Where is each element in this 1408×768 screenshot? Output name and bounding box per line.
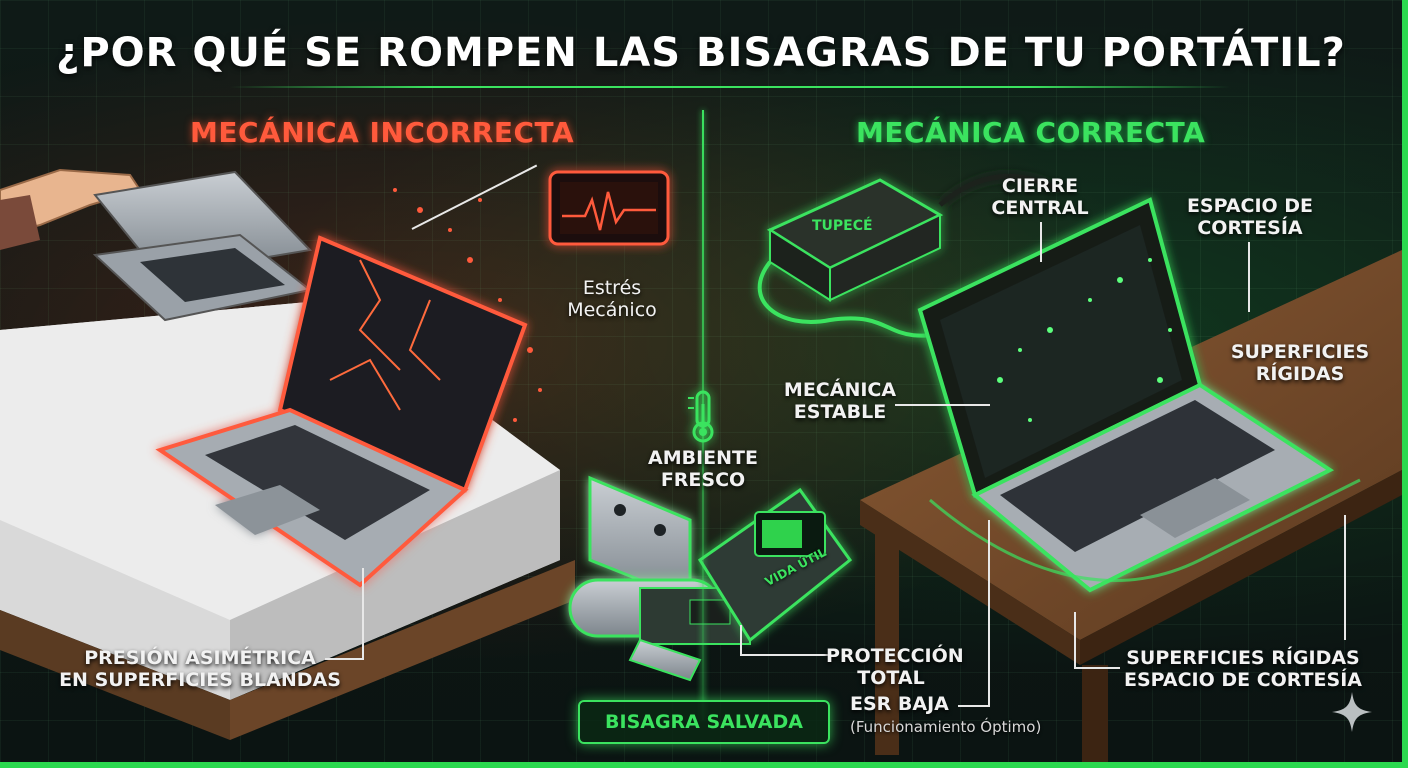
label-pressure-line2: EN SUPERFICIES BLANDAS [59, 668, 341, 691]
label-stable-line1: MECÁNICA [783, 379, 897, 401]
leader-closure [1040, 222, 1042, 262]
label-bottom-line1: SUPERFICIES RÍGIDAS [1126, 647, 1360, 669]
label-surfaces: SUPERFICIES RÍGIDAS [1225, 341, 1375, 386]
heartbeat-monitor-icon [548, 170, 670, 246]
label-pressure-line1: PRESIÓN ASIMÉTRICA [84, 647, 316, 669]
leader-bottom-v [1074, 612, 1076, 668]
leader-protection [740, 654, 828, 656]
label-closure: CIERRE CENTRAL [975, 175, 1105, 220]
center-divider [702, 110, 704, 720]
label-protection-line1: PROTECCIÓN [826, 645, 964, 667]
label-space-line1: ESPACIO DE [1186, 195, 1314, 217]
laptop-broken-icon [155, 235, 528, 588]
label-esr: ESR BAJA [850, 693, 949, 715]
charger-icon: TUPECÉ [757, 174, 1062, 338]
leader-esr [988, 520, 990, 706]
leader-stable [895, 404, 990, 406]
heading-correct: MECÁNICA CORRECTA [856, 116, 1206, 149]
label-protection-line2: TOTAL [857, 666, 925, 689]
hinge-icon [568, 475, 853, 682]
label-surfaces-line1: SUPERFICIES [1230, 341, 1370, 363]
hand-icon [0, 168, 142, 250]
label-closure-line1: CIERRE [1001, 175, 1079, 197]
laptop-lifted-icon [92, 170, 313, 322]
leader-space [1248, 242, 1250, 312]
label-stable: MECÁNICA ESTABLE [775, 379, 905, 424]
label-ambient-line1: AMBIENTE [648, 447, 758, 469]
label-ambient-line2: FRESCO [660, 468, 746, 491]
label-protection: PROTECCIÓN TOTAL [826, 645, 964, 690]
label-esr-note: (Funcionamiento Óptimo) [850, 718, 1042, 736]
label-bottom: SUPERFICIES RÍGIDAS ESPACIO DE CORTESÍA [1118, 647, 1368, 692]
spark-particles [393, 188, 542, 422]
page-title: ¿POR QUÉ SE ROMPEN LAS BISAGRAS DE TU PO… [56, 30, 1346, 76]
label-stress-line2: Mecánico [567, 298, 657, 321]
label-space-line2: CORTESÍA [1197, 216, 1303, 239]
label-bottom-line2: ESPACIO DE CORTESÍA [1124, 668, 1362, 691]
label-closure-line2: CENTRAL [991, 196, 1089, 219]
hinge-saved-badge: BISAGRA SALVADA [578, 700, 830, 744]
leader-surfaces-right [1344, 515, 1346, 640]
green-particles [997, 258, 1172, 422]
label-space: ESPACIO DE CORTESÍA [1175, 195, 1325, 240]
leader-protection-v [740, 625, 742, 655]
label-stress-line1: Estrés [582, 277, 642, 299]
leader-pressure [362, 568, 364, 660]
sparkle-icon [1332, 692, 1372, 732]
label-pressure: PRESIÓN ASIMÉTRICA EN SUPERFICIES BLANDA… [40, 647, 360, 692]
heading-incorrect: MECÁNICA INCORRECTA [190, 116, 575, 149]
label-ambient: AMBIENTE FRESCO [628, 447, 778, 492]
label-stable-line2: ESTABLE [793, 400, 887, 423]
label-stress: Estrés Mecánico [552, 277, 672, 322]
laptop-good-icon [917, 197, 1335, 593]
charger-brand-text: TUPECÉ [812, 217, 873, 234]
label-surfaces-line2: RÍGIDAS [1255, 362, 1345, 385]
leader-pressure-h [325, 658, 363, 660]
leader-esr-h [958, 705, 990, 707]
courtesy-space-outline [929, 478, 1361, 582]
thermometer-icon [688, 390, 714, 443]
title-underline [230, 86, 1230, 88]
leader-bottom [1074, 667, 1120, 669]
